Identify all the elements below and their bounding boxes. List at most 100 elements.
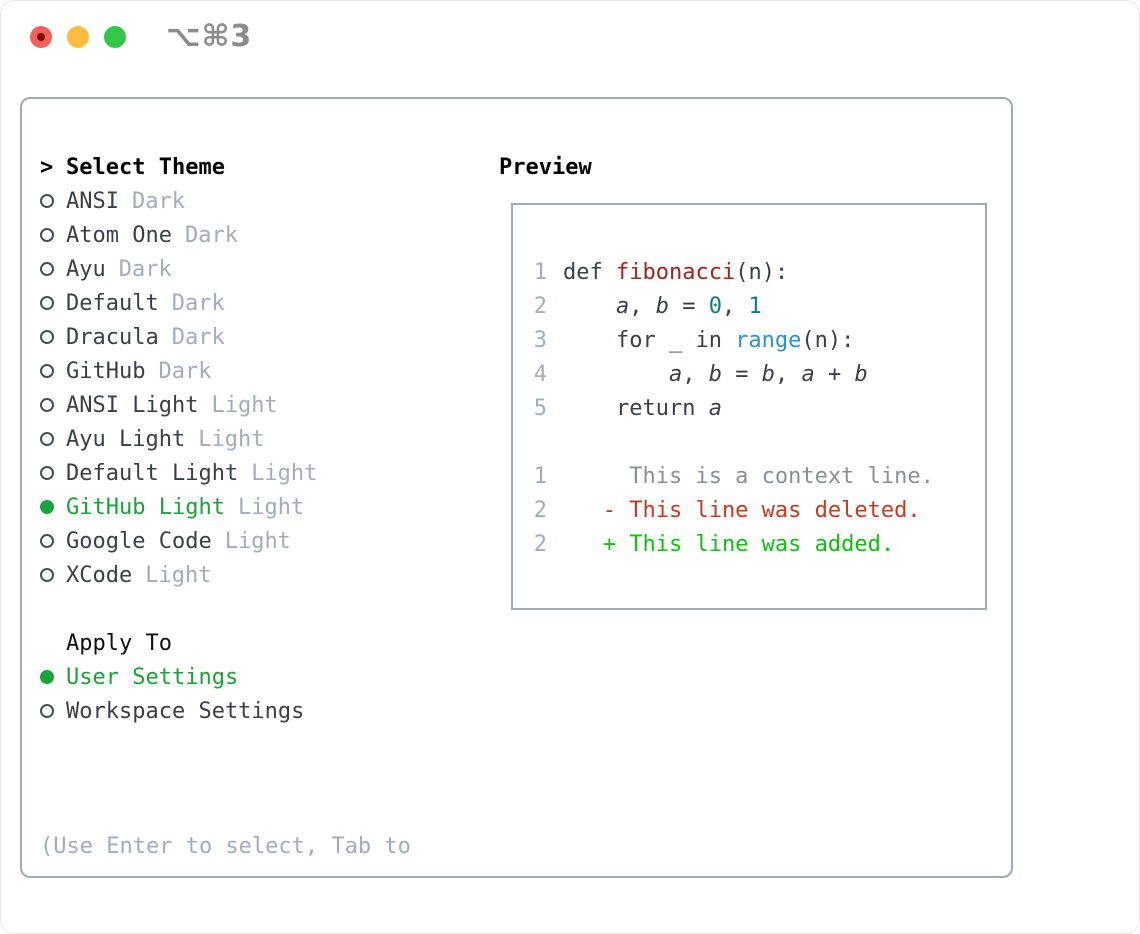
code-line: 2 - This line was deleted. (525, 493, 985, 527)
theme-option-xcode[interactable]: XCode Light (40, 558, 411, 592)
close-button[interactable] (30, 26, 52, 48)
radio-selected-icon (40, 670, 54, 684)
option-label: ANSI (66, 188, 119, 214)
minimize-button[interactable] (67, 26, 89, 48)
option-variant-tag: Light (224, 528, 291, 554)
code-text: return a (563, 395, 722, 421)
select-theme-header: > Select Theme (40, 150, 411, 184)
apply-option-user-settings[interactable]: User Settings (40, 660, 411, 694)
option-variant-tag: Dark (171, 290, 225, 316)
theme-option-github[interactable]: GitHub Dark (40, 354, 411, 388)
code-line: 2 a, b = 0, 1 (525, 289, 985, 323)
option-label: User Settings (66, 664, 239, 690)
code-text: a, b = 0, 1 (615, 293, 762, 319)
line-number: 1 (533, 259, 547, 285)
radio-icon (40, 364, 54, 378)
code-line: 1 def fibonacci(n): (525, 255, 985, 289)
option-label: Atom One (66, 222, 172, 248)
line-number: 5 (533, 395, 547, 421)
code-line: 5 return a (525, 391, 985, 425)
option-label: GitHub Light (66, 494, 225, 520)
code-text: + This line was added. (563, 531, 895, 557)
preview-title: Preview (499, 154, 592, 180)
zoom-button[interactable] (104, 26, 126, 48)
code-line: 2 + This line was added. (525, 527, 985, 561)
line-number: 3 (533, 327, 547, 353)
titlebar: ⌥⌘3 (30, 19, 253, 54)
radio-icon (40, 432, 54, 446)
option-label: XCode (66, 562, 133, 588)
code-text: - This line was deleted. (563, 497, 921, 523)
line-number: 4 (533, 361, 547, 387)
code-text: This is a context line. (563, 463, 934, 489)
apply-option-workspace-settings[interactable]: Workspace Settings (40, 694, 411, 728)
theme-option-github-light[interactable]: GitHub Light Light (40, 490, 411, 524)
option-variant-tag: Dark (118, 256, 172, 282)
radio-icon (40, 466, 54, 480)
option-label: Ayu Light (66, 426, 186, 452)
radio-icon (40, 534, 54, 548)
option-label: ANSI Light (66, 392, 199, 418)
option-label: Default (66, 290, 159, 316)
radio-icon (40, 330, 54, 344)
option-variant-tag: Light (251, 460, 318, 486)
theme-option-ansi-light[interactable]: ANSI Light Light (40, 388, 411, 422)
window-title-shortcut: ⌥⌘3 (166, 19, 253, 54)
line-number: 2 (533, 531, 547, 557)
option-variant-tag: Light (211, 392, 278, 418)
radio-selected-icon (40, 500, 54, 514)
hint-text: (Use Enter to select, Tab to change focu… (40, 762, 411, 934)
option-label: Workspace Settings (66, 698, 305, 724)
spacer (40, 728, 411, 762)
radio-icon (40, 296, 54, 310)
theme-option-atom-one[interactable]: Atom One Dark (40, 218, 411, 252)
blank-line (525, 425, 985, 459)
code-text: for _ in range(n): (563, 327, 855, 353)
theme-option-google-code[interactable]: Google Code Light (40, 524, 411, 558)
hint-line-1: (Use Enter to select, Tab to (40, 834, 411, 859)
radio-icon (40, 262, 54, 276)
line-number: 2 (533, 497, 547, 523)
option-variant-tag: Dark (131, 188, 185, 214)
option-label: GitHub (66, 358, 146, 384)
apply-to-header: Apply To (40, 626, 411, 660)
radio-icon (40, 194, 54, 208)
code-line: 1 This is a context line. (525, 459, 985, 493)
option-label: Dracula (66, 324, 159, 350)
apply-to-title: Apply To (66, 630, 172, 656)
radio-icon (40, 228, 54, 242)
option-variant-tag: Dark (184, 222, 238, 248)
option-variant-tag: Light (237, 494, 305, 520)
prompt-caret-icon: > (40, 154, 54, 180)
option-variant-tag: Light (198, 426, 265, 452)
code-text: def fibonacci(n): (563, 259, 789, 285)
theme-option-dracula[interactable]: Dracula Dark (40, 320, 411, 354)
code-line: 3 for _ in range(n): (525, 323, 985, 357)
option-label: Google Code (66, 528, 212, 554)
theme-option-ayu[interactable]: Ayu Dark (40, 252, 411, 286)
theme-option-default[interactable]: Default Dark (40, 286, 411, 320)
option-label: Ayu (66, 256, 106, 282)
radio-icon (40, 704, 54, 718)
spacer (40, 592, 411, 626)
code-line: 4 a, b = b, a + b (525, 357, 985, 391)
line-number: 2 (533, 293, 547, 319)
option-variant-tag: Light (145, 562, 212, 588)
code-text: a, b = b, a + b (668, 361, 868, 387)
option-variant-tag: Dark (171, 324, 225, 350)
option-variant-tag: Dark (158, 358, 212, 384)
radio-icon (40, 398, 54, 412)
radio-icon (40, 568, 54, 582)
theme-option-ayu-light[interactable]: Ayu Light Light (40, 422, 411, 456)
select-theme-title: Select Theme (66, 154, 225, 180)
theme-option-ansi[interactable]: ANSI Dark (40, 184, 411, 218)
line-number: 1 (533, 463, 547, 489)
